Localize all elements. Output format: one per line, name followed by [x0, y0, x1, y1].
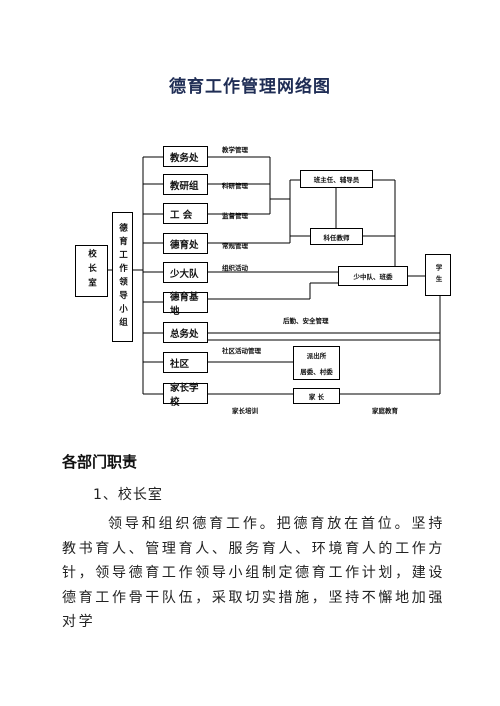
principal-box: 校长室	[75, 245, 108, 297]
section-heading: 各部门职责	[62, 453, 138, 471]
squad-box: 少中队、班委	[338, 266, 408, 286]
relation-label: 监督管理	[222, 212, 248, 220]
relation-label: 后勤、安全管理	[283, 317, 329, 325]
relation-label: 家长培训	[232, 407, 258, 415]
leading-group-label: 德育工作领导小组	[117, 223, 128, 331]
police-committee-box: 派出所 居委、村委	[293, 346, 340, 380]
dept-education-base: 德育基地	[163, 292, 208, 317]
student-box: 学生	[425, 254, 451, 296]
class-teacher-box: 班主任、辅导员	[300, 170, 373, 188]
relation-label: 组织活动	[222, 264, 248, 272]
body-paragraph: 领导和组织德育工作。把德育放在首位。坚持教书育人、管理育人、服务育人、环境育人的…	[62, 516, 445, 630]
leading-group-box: 德育工作领导小组	[112, 212, 133, 342]
dept-academic-affairs: 教务处	[163, 146, 208, 167]
page-title: 德育工作管理网络图	[169, 77, 331, 97]
subheading: 1、校长室	[93, 487, 163, 503]
relation-label: 常规管理	[222, 242, 248, 250]
principal-label: 校长室	[86, 249, 97, 293]
relation-label: 科研管理	[222, 182, 248, 190]
dept-union: 工 会	[163, 203, 208, 224]
relation-label: 家庭教育	[372, 407, 398, 415]
dept-community: 社区	[163, 352, 208, 373]
dept-parent-school: 家长学校	[163, 383, 208, 408]
dept-young-pioneers: 少大队	[163, 262, 208, 283]
dept-general-affairs: 总务处	[163, 322, 208, 343]
subject-teacher-box: 科任教师	[310, 228, 363, 245]
dept-moral-education: 德育处	[163, 233, 208, 254]
dept-teaching-research: 教研组	[163, 174, 208, 195]
parents-box: 家 长	[293, 388, 340, 404]
relation-label: 社区活动管理	[222, 347, 261, 355]
relation-label: 教学管理	[222, 146, 248, 154]
